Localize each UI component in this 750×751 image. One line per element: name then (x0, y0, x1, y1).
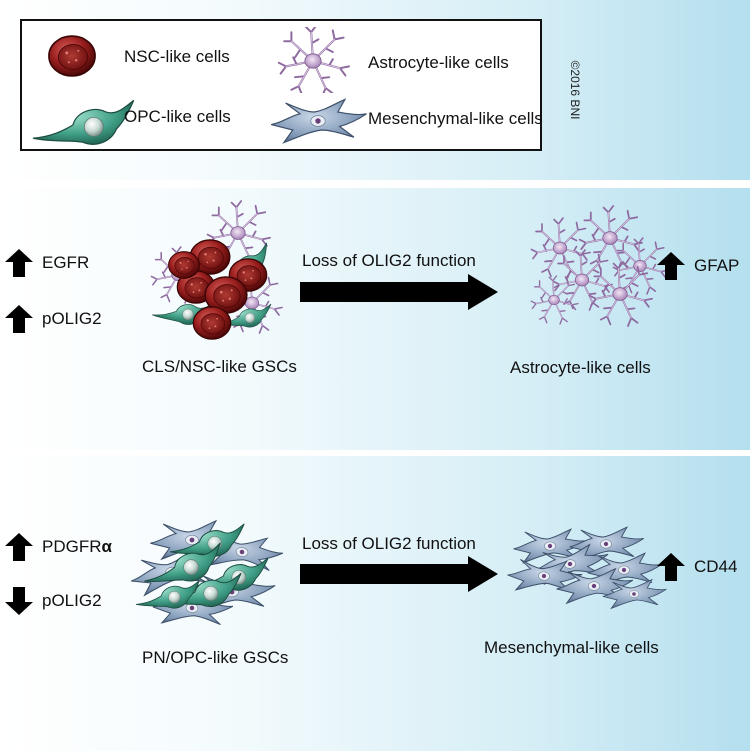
up-arrow-icon (657, 553, 685, 581)
legend-label-astrocyte: Astrocyte-like cells (368, 53, 509, 72)
legend-box: NSC-like cells OPC-like cells Astrocyte-… (20, 19, 543, 151)
row2-marker-label-symbol: α (101, 537, 112, 556)
row1-target-marker-label: GFAP (694, 256, 740, 275)
row2-source-label: PN/OPC-like GSCs (142, 648, 289, 667)
row2-marker-label: pOLIG2 (42, 591, 102, 610)
row2-marker-polig2: pOLIG2 (4, 586, 102, 616)
row1-target-marker-gfap: GFAP (656, 251, 739, 281)
up-arrow-icon (5, 305, 33, 333)
row2-target-marker-cd44: CD44 (656, 552, 737, 582)
mesenchymal-cluster (505, 526, 667, 609)
astrocyte-cell-icon (277, 27, 350, 93)
row2-marker-label: PDGFRα (42, 537, 112, 557)
legend-label-nsc: NSC-like cells (124, 47, 230, 66)
row1-marker-label: pOLIG2 (42, 309, 102, 328)
row1-background (0, 188, 750, 450)
down-arrow-icon (5, 587, 33, 615)
row1-source-label: CLS/NSC-like GSCs (142, 357, 297, 376)
astrocyte-cluster (530, 205, 669, 327)
row1-transition-arrow (300, 274, 498, 310)
up-arrow-icon (5, 533, 33, 561)
opc-gsc-cluster (127, 520, 286, 631)
row1-marker-egfr: EGFR (4, 248, 89, 278)
legend-label-mesenchymal: Mesenchymal-like cells (368, 109, 543, 128)
opc-cell-icon (32, 99, 135, 145)
row1-arrow-label: Loss of OLIG2 function (302, 251, 476, 270)
row2-target-label: Mesenchymal-like cells (484, 638, 659, 657)
up-arrow-icon (5, 249, 33, 277)
row1-marker-label: EGFR (42, 253, 90, 272)
nsc-cell-icon (48, 35, 96, 77)
copyright-text: ©2016 BNI (568, 60, 582, 120)
row1-marker-polig2: pOLIG2 (4, 304, 102, 334)
row2-marker-label-main: PDGFR (42, 537, 102, 556)
up-arrow-icon (657, 252, 685, 280)
nsc-gsc-cluster (150, 200, 283, 340)
legend-label-opc: OPC-like cells (124, 107, 231, 126)
row2-target-marker-label: CD44 (694, 557, 738, 576)
row2-marker-pdgfra: PDGFRα (4, 532, 112, 562)
row2-arrow-label: Loss of OLIG2 function (302, 534, 476, 553)
mesenchymal-cell-icon (270, 98, 368, 144)
row1-target-label: Astrocyte-like cells (510, 358, 651, 377)
row2-transition-arrow (300, 556, 498, 592)
